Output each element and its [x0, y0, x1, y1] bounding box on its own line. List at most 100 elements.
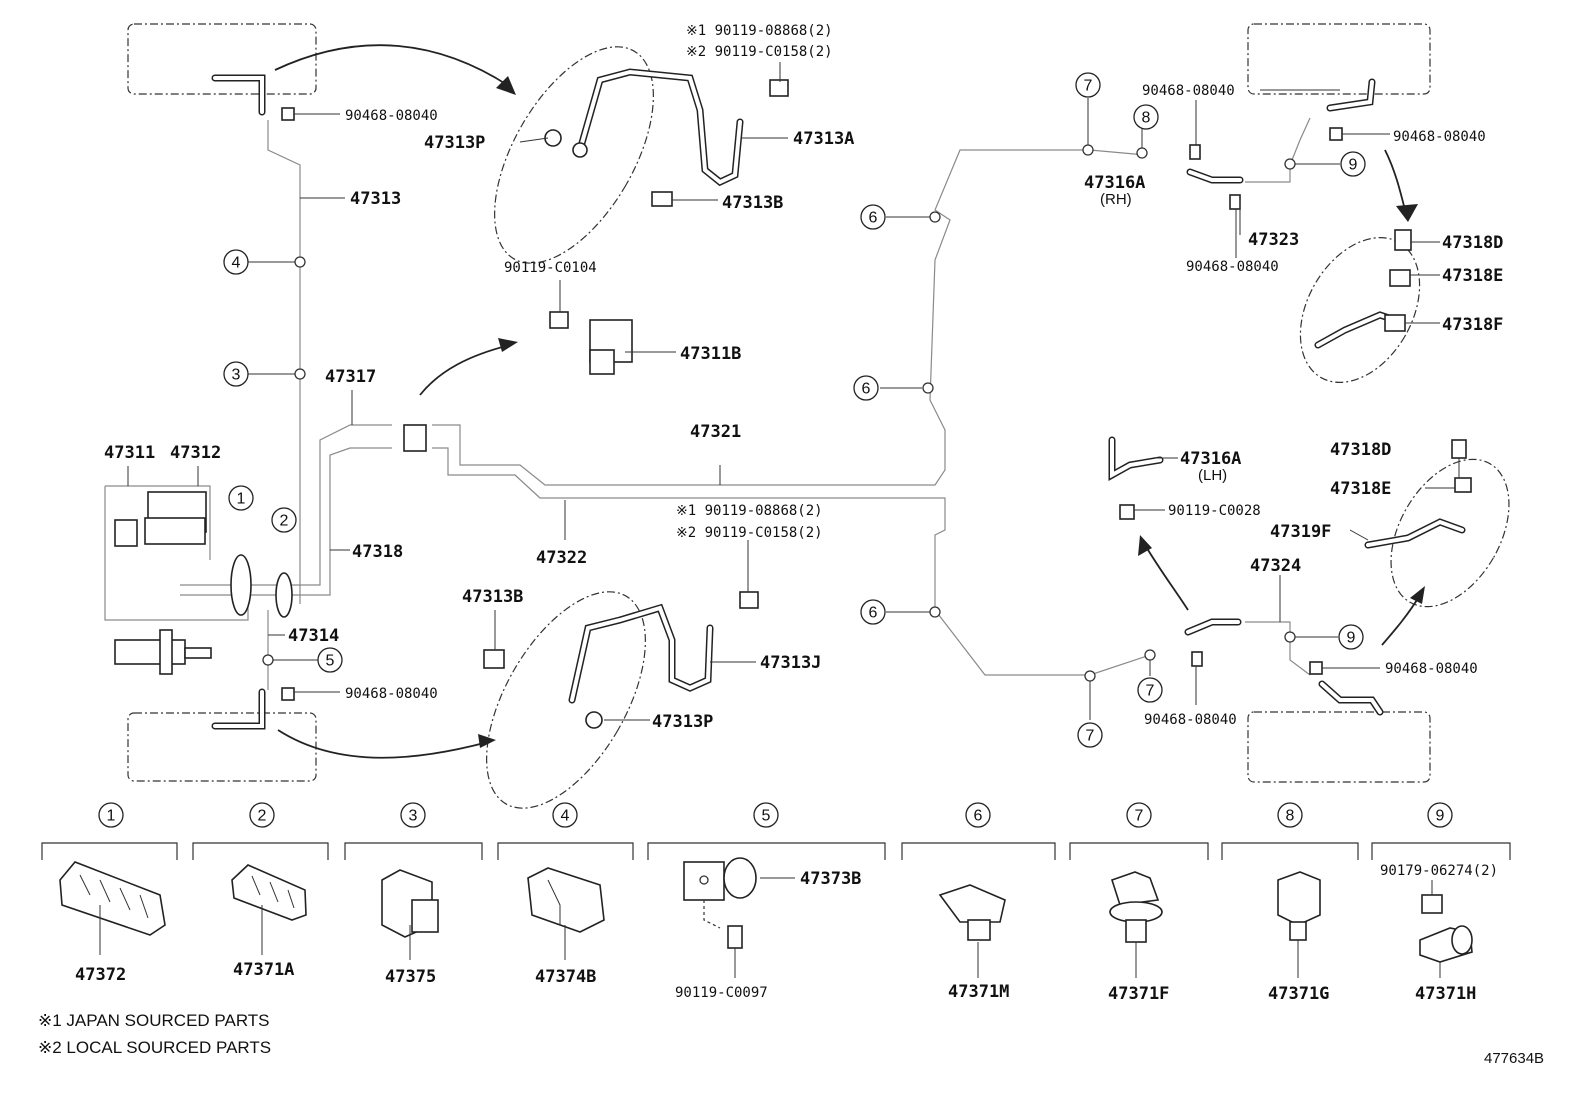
- detail-box-top-left: [127, 23, 317, 95]
- note-local-sourced: ※2 LOCAL SOURCED PARTS: [38, 1038, 271, 1057]
- clip-47371M-icon: [938, 884, 1006, 941]
- label-90468-r3: 90468-08040: [1186, 259, 1279, 275]
- callout-4: 4: [232, 255, 241, 272]
- label-note1-top: ※1 90119-08868(2): [686, 23, 833, 39]
- label-47318E-top: 47318E: [1442, 266, 1503, 286]
- label-90468-bl: 90468-08040: [345, 686, 438, 702]
- label-47313B-top: 47313B: [722, 193, 783, 213]
- legend-part-1: 47372: [75, 965, 126, 985]
- label-47318E-bot: 47318E: [1330, 479, 1391, 499]
- label-47313P-top: 47313P: [424, 133, 485, 153]
- label-90468-r1: 90468-08040: [1142, 83, 1235, 99]
- leader-lines: [127, 62, 1460, 721]
- callout-7c: 7: [1086, 728, 1095, 745]
- clip-47371G-icon: [1277, 871, 1321, 941]
- legend-extra-5: 47373B: [800, 869, 861, 889]
- clip-47375-icon: [381, 869, 439, 938]
- clip-47371F-icon: [1109, 871, 1163, 943]
- detail-ellipse-top-right: [1299, 237, 1421, 383]
- label-90468-tl: 90468-08040: [345, 108, 438, 124]
- legend-key-8: 8: [1286, 808, 1295, 825]
- callout-6c: 6: [869, 605, 878, 622]
- label-47314: 47314: [288, 626, 339, 646]
- callout-3: 3: [232, 367, 241, 384]
- legend-extra-9: 90179-06274(2): [1380, 863, 1498, 879]
- label-90119-C0028: 90119-C0028: [1168, 503, 1261, 519]
- legend-part-6: 47371M: [948, 982, 1009, 1002]
- part-labels: 90468-08040 47313 47313P 47313A 47313B ※…: [104, 23, 1503, 732]
- detail-ellipse-top-left: [494, 46, 654, 264]
- label-90119-C0104: 90119-C0104: [504, 260, 597, 276]
- legend-key-4: 4: [561, 808, 570, 825]
- detail-box-bottom-right: [1247, 711, 1431, 783]
- legend: 1 2 3 4 5 6 7 8 9: [41, 802, 1511, 1004]
- label-note1-bot: ※1 90119-08868(2): [676, 503, 823, 519]
- label-47324: 47324: [1250, 556, 1301, 576]
- callout-2: 2: [280, 513, 289, 530]
- detail-ellipse-bottom-right: [1390, 458, 1510, 608]
- label-47318F: 47318F: [1442, 315, 1503, 335]
- legend-part-8: 47371G: [1268, 984, 1329, 1004]
- legend-key-7: 7: [1135, 808, 1144, 825]
- callout-6a: 6: [869, 210, 878, 227]
- clip-47372-icon: [59, 861, 166, 936]
- legend-key-1: 1: [107, 808, 116, 825]
- callout-5: 5: [326, 653, 335, 670]
- label-90468-r2: 90468-08040: [1393, 129, 1486, 145]
- label-90468-r5: 90468-08040: [1144, 712, 1237, 728]
- hoses: [211, 68, 1466, 730]
- label-47311B: 47311B: [680, 344, 741, 364]
- label-47316A-rh: 47316A: [1084, 173, 1145, 193]
- label-47312: 47312: [170, 443, 221, 463]
- callout-9b: 9: [1347, 630, 1356, 647]
- legend-part-4: 47374B: [535, 967, 596, 987]
- legend-part-9: 47371H: [1415, 984, 1476, 1004]
- label-47316A-lh: 47316A: [1180, 449, 1241, 469]
- callout-7a: 7: [1084, 78, 1093, 95]
- clip-47374B-icon: [527, 867, 605, 933]
- callout-8: 8: [1142, 110, 1151, 127]
- flow-arrows: [274, 44, 1425, 759]
- label-rh: (RH): [1100, 191, 1132, 208]
- legend-key-2: 2: [258, 808, 267, 825]
- label-lh: (LH): [1198, 467, 1227, 484]
- legend-key-3: 3: [409, 808, 418, 825]
- legend-part-7: 47371F: [1108, 984, 1169, 1004]
- label-47313J: 47313J: [760, 653, 821, 673]
- callout-1: 1: [237, 491, 246, 508]
- callouts: 1 2 3 4 5 6 6 6 7 8 9 7 7 9: [223, 72, 1366, 748]
- legend-part-5: 90119-C0097: [675, 985, 768, 1001]
- clip-47373B-icon: [683, 857, 757, 949]
- callout-7b: 7: [1146, 683, 1155, 700]
- label-note2-bot: ※2 90119-C0158(2): [676, 525, 823, 541]
- legend-part-2: 47371A: [233, 960, 294, 980]
- clip-47371H-icon: [1419, 894, 1473, 963]
- label-47323: 47323: [1248, 230, 1299, 250]
- callout-9a: 9: [1349, 157, 1358, 174]
- detail-ellipse-bottom-left: [486, 591, 646, 809]
- label-note2-top: ※2 90119-C0158(2): [686, 44, 833, 60]
- detail-box-bottom-left: [127, 712, 317, 782]
- legend-key-6: 6: [974, 808, 983, 825]
- label-47321: 47321: [690, 422, 741, 442]
- pipe-nodes: [262, 144, 1296, 682]
- label-47322: 47322: [536, 548, 587, 568]
- label-47311: 47311: [104, 443, 155, 463]
- legend-part-3: 47375: [385, 967, 436, 987]
- legend-key-9: 9: [1436, 808, 1445, 825]
- label-47317: 47317: [325, 367, 376, 387]
- brake-pipes: [180, 117, 1311, 690]
- detail-box-top-right: [1247, 23, 1431, 95]
- label-47313A: 47313A: [793, 129, 854, 149]
- label-47319F: 47319F: [1270, 522, 1331, 542]
- label-47318D-bot: 47318D: [1330, 440, 1391, 460]
- fittings: [104, 79, 1472, 729]
- note-japan-sourced: ※1 JAPAN SOURCED PARTS: [38, 1011, 270, 1030]
- label-90468-r4: 90468-08040: [1385, 661, 1478, 677]
- callout-6b: 6: [862, 381, 871, 398]
- label-47318: 47318: [352, 542, 403, 562]
- label-47318D-top: 47318D: [1442, 233, 1503, 253]
- clip-47371A-icon: [231, 864, 307, 921]
- label-47313B-bot: 47313B: [462, 587, 523, 607]
